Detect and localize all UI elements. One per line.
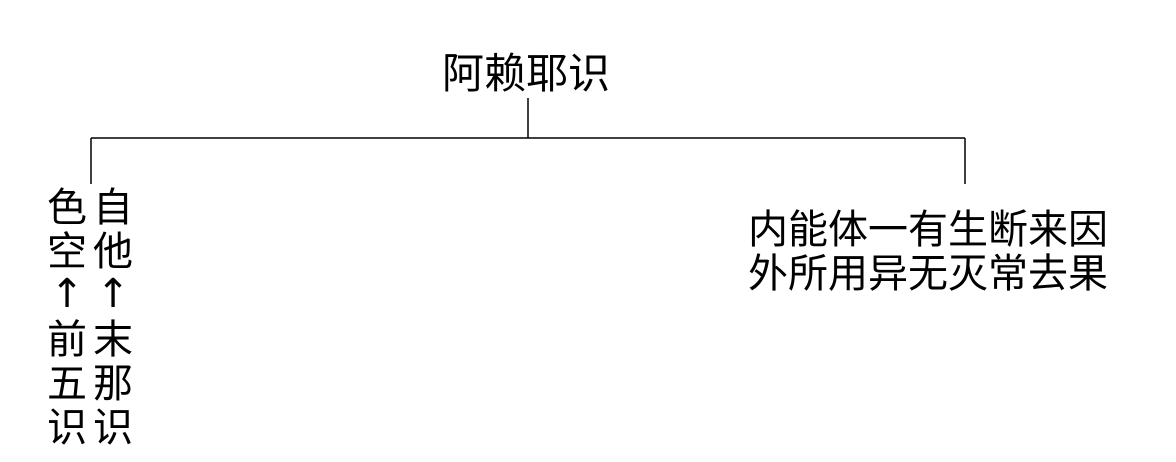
right-top-column: 自 他 [92,186,134,274]
char: 五 [47,361,87,407]
root-node-title: 阿赖耶识 [442,49,611,98]
char: 识 [93,405,133,451]
right-branch-line-2: 外所用异无灭常去果 [748,251,1108,297]
right-branch-line-1: 内能体一有生断来因 [748,207,1108,253]
left-bottom-column: 前 五 识 [46,318,88,450]
left-top-column: 色 空 [46,186,88,274]
char: 空 [47,229,87,275]
char: 识 [47,405,87,451]
char: 色 [47,185,87,231]
up-arrow-icon: ↑ [50,271,84,317]
char: 那 [93,361,133,407]
char: 自 [93,185,133,231]
char: 前 [47,317,87,363]
char: 他 [93,229,133,275]
up-arrow-icon: ↑ [96,271,130,317]
char: 末 [93,317,133,363]
right-bottom-column: 末 那 识 [92,318,134,450]
